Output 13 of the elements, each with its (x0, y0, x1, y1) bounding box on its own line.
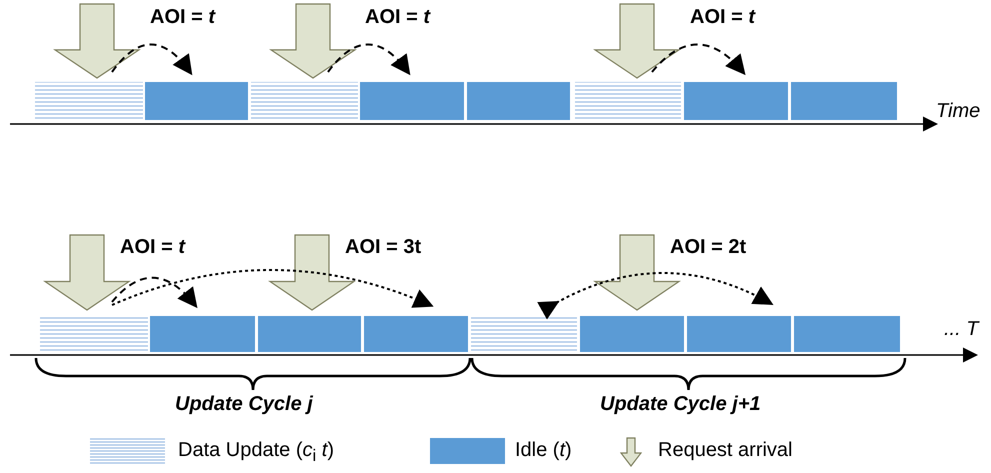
legend-label: Request arrival (658, 439, 793, 461)
legend-label: Idle (t) (515, 439, 572, 461)
legend-label: Data Update (c$_{i}$ t) (178, 439, 334, 466)
aoi-label: AOI = t (365, 6, 430, 28)
cycle-label: Update Cycle j+1 (600, 393, 761, 415)
cycle-label: Update Cycle j (175, 393, 313, 415)
aoi-label: AOI = 2t (670, 236, 746, 258)
axis-label: Time (936, 100, 980, 122)
aoi-label: AOI = t (120, 236, 186, 258)
aoi-label: AOI = t (690, 6, 756, 28)
aoi-label: AOI = 3t (345, 236, 422, 258)
aoi-label: AOI = t (150, 6, 216, 28)
axis-label: ... T (944, 318, 978, 340)
